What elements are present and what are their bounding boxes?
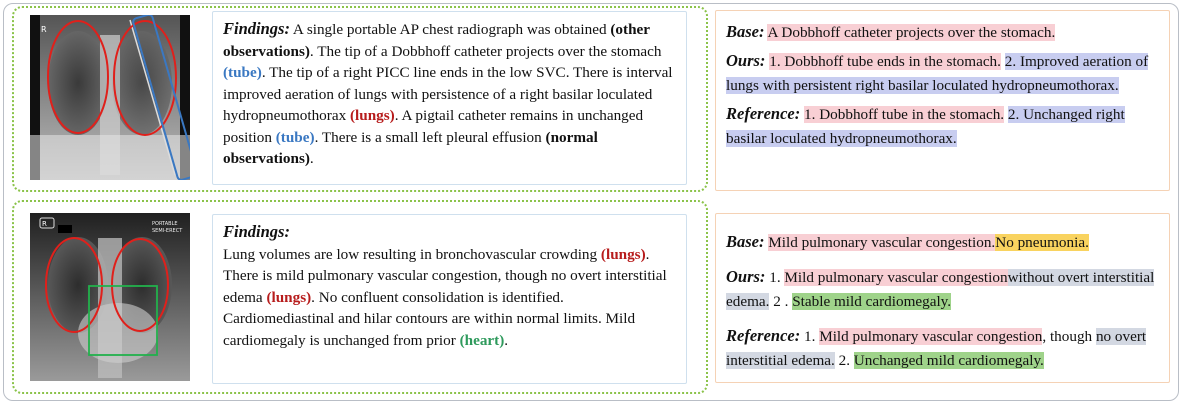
ours-number-1: 1.	[769, 269, 781, 286]
comparison-box-2: Base: Mild pulmonary vascular congestion…	[715, 213, 1170, 383]
ours-number-2: 2 .	[773, 293, 789, 310]
findings-text: .	[504, 331, 509, 349]
findings-text: . The tip of a Dobbhoff catheter project…	[309, 42, 662, 60]
category-tag-tube: (tube)	[223, 64, 262, 81]
example-1-group	[12, 6, 708, 192]
reference-report: Reference: 1. Mild pulmonary vascular co…	[726, 324, 1159, 373]
xray-1-marker: R	[41, 25, 47, 34]
ours-report: Ours: 1. Mild pulmonary vascular congest…	[726, 265, 1159, 314]
figure-frame	[3, 3, 1179, 401]
xray-2-caption: PORTABLE	[152, 221, 178, 227]
lung-region-ellipse-right	[45, 237, 103, 333]
reference-label: Reference:	[726, 104, 801, 123]
ours-label: Ours:	[726, 51, 766, 70]
xray-image-2: R PORTABLE SEMI-ERECT	[30, 213, 190, 381]
category-tag-lungs: (lungs)	[266, 288, 312, 306]
xray-image-1: R	[30, 15, 190, 180]
reference-sentence-3: Unchanged mild cardiomegaly.	[853, 352, 1044, 369]
category-tag-other-observations: (other observations)	[223, 21, 650, 60]
findings-box-1: Findings: A single portable AP chest rad…	[212, 11, 687, 185]
example-2-group	[12, 200, 708, 394]
ours-label: Ours:	[726, 267, 766, 286]
xray-2-marker: R	[42, 220, 47, 228]
findings-text: . The tip of a right PICC line ends in t…	[223, 64, 673, 124]
reference-sentence-1: 1. Dobbhoff tube in the stomach.	[804, 106, 1005, 123]
reference-number-2: 2.	[838, 352, 850, 369]
base-report: Base: Mild pulmonary vascular congestion…	[726, 230, 1159, 255]
reference-sentence-1: Mild pulmonary vascular congestion	[819, 328, 1043, 345]
heart-region-box	[88, 285, 158, 356]
base-label: Base:	[726, 232, 765, 251]
findings-box-2: Findings: Lung volumes are low resulting…	[212, 214, 687, 384]
lung-region-ellipse-left	[113, 20, 177, 136]
base-sentence: A Dobbhoff catheter projects over the st…	[767, 24, 1056, 41]
reference-report: Reference: 1. Dobbhoff tube in the stoma…	[726, 102, 1159, 151]
findings-text: . A pigtail catheter remains in unchange…	[223, 107, 644, 146]
findings-text: . There is a small left pleural effusion	[314, 128, 546, 146]
findings-text: A single portable AP chest radiograph wa…	[289, 21, 611, 38]
findings-text: Lung volumes are low resulting in bronch…	[223, 245, 601, 263]
findings-label: Findings:	[223, 19, 290, 38]
reference-connector: , though	[1042, 328, 1093, 345]
reference-number-1: 1.	[804, 328, 816, 345]
findings-label: Findings:	[223, 222, 290, 241]
base-report: Base: A Dobbhoff catheter projects over …	[726, 20, 1159, 45]
findings-text: . No confluent consolidation is identifi…	[223, 288, 636, 349]
xray-2-caption: SEMI-ERECT	[152, 228, 183, 234]
base-label: Base:	[726, 22, 765, 41]
lung-region-ellipse-right	[47, 20, 109, 134]
category-tag-tube: (tube)	[275, 128, 315, 146]
comparison-box-1: Base: A Dobbhoff catheter projects over …	[715, 10, 1170, 191]
tube-region-box	[132, 15, 190, 180]
lung-region-ellipse-left	[111, 238, 169, 332]
ours-sentence-1: Mild pulmonary vascular congestion	[784, 269, 1008, 286]
category-tag-lungs: (lungs)	[349, 107, 395, 124]
base-sentence-1: Mild pulmonary vascular congestion.	[768, 234, 996, 251]
reference-label: Reference:	[726, 326, 801, 345]
ours-report: Ours: 1. Dobbhoff tube ends in the stoma…	[726, 49, 1159, 98]
ours-sentence-3: Stable mild cardiomegaly.	[792, 293, 952, 310]
findings-text: . There is mild pulmonary vascular conge…	[223, 245, 667, 306]
findings-text: .	[309, 150, 314, 167]
ours-sentence-1: 1. Dobbhoff tube ends in the stomach.	[769, 53, 1001, 70]
category-tag-normal-observations: (normal observations)	[223, 128, 598, 168]
base-sentence-2: No pneumonia.	[995, 234, 1089, 251]
category-tag-lungs: (lungs)	[600, 245, 646, 263]
category-tag-heart: (heart)	[459, 331, 505, 349]
